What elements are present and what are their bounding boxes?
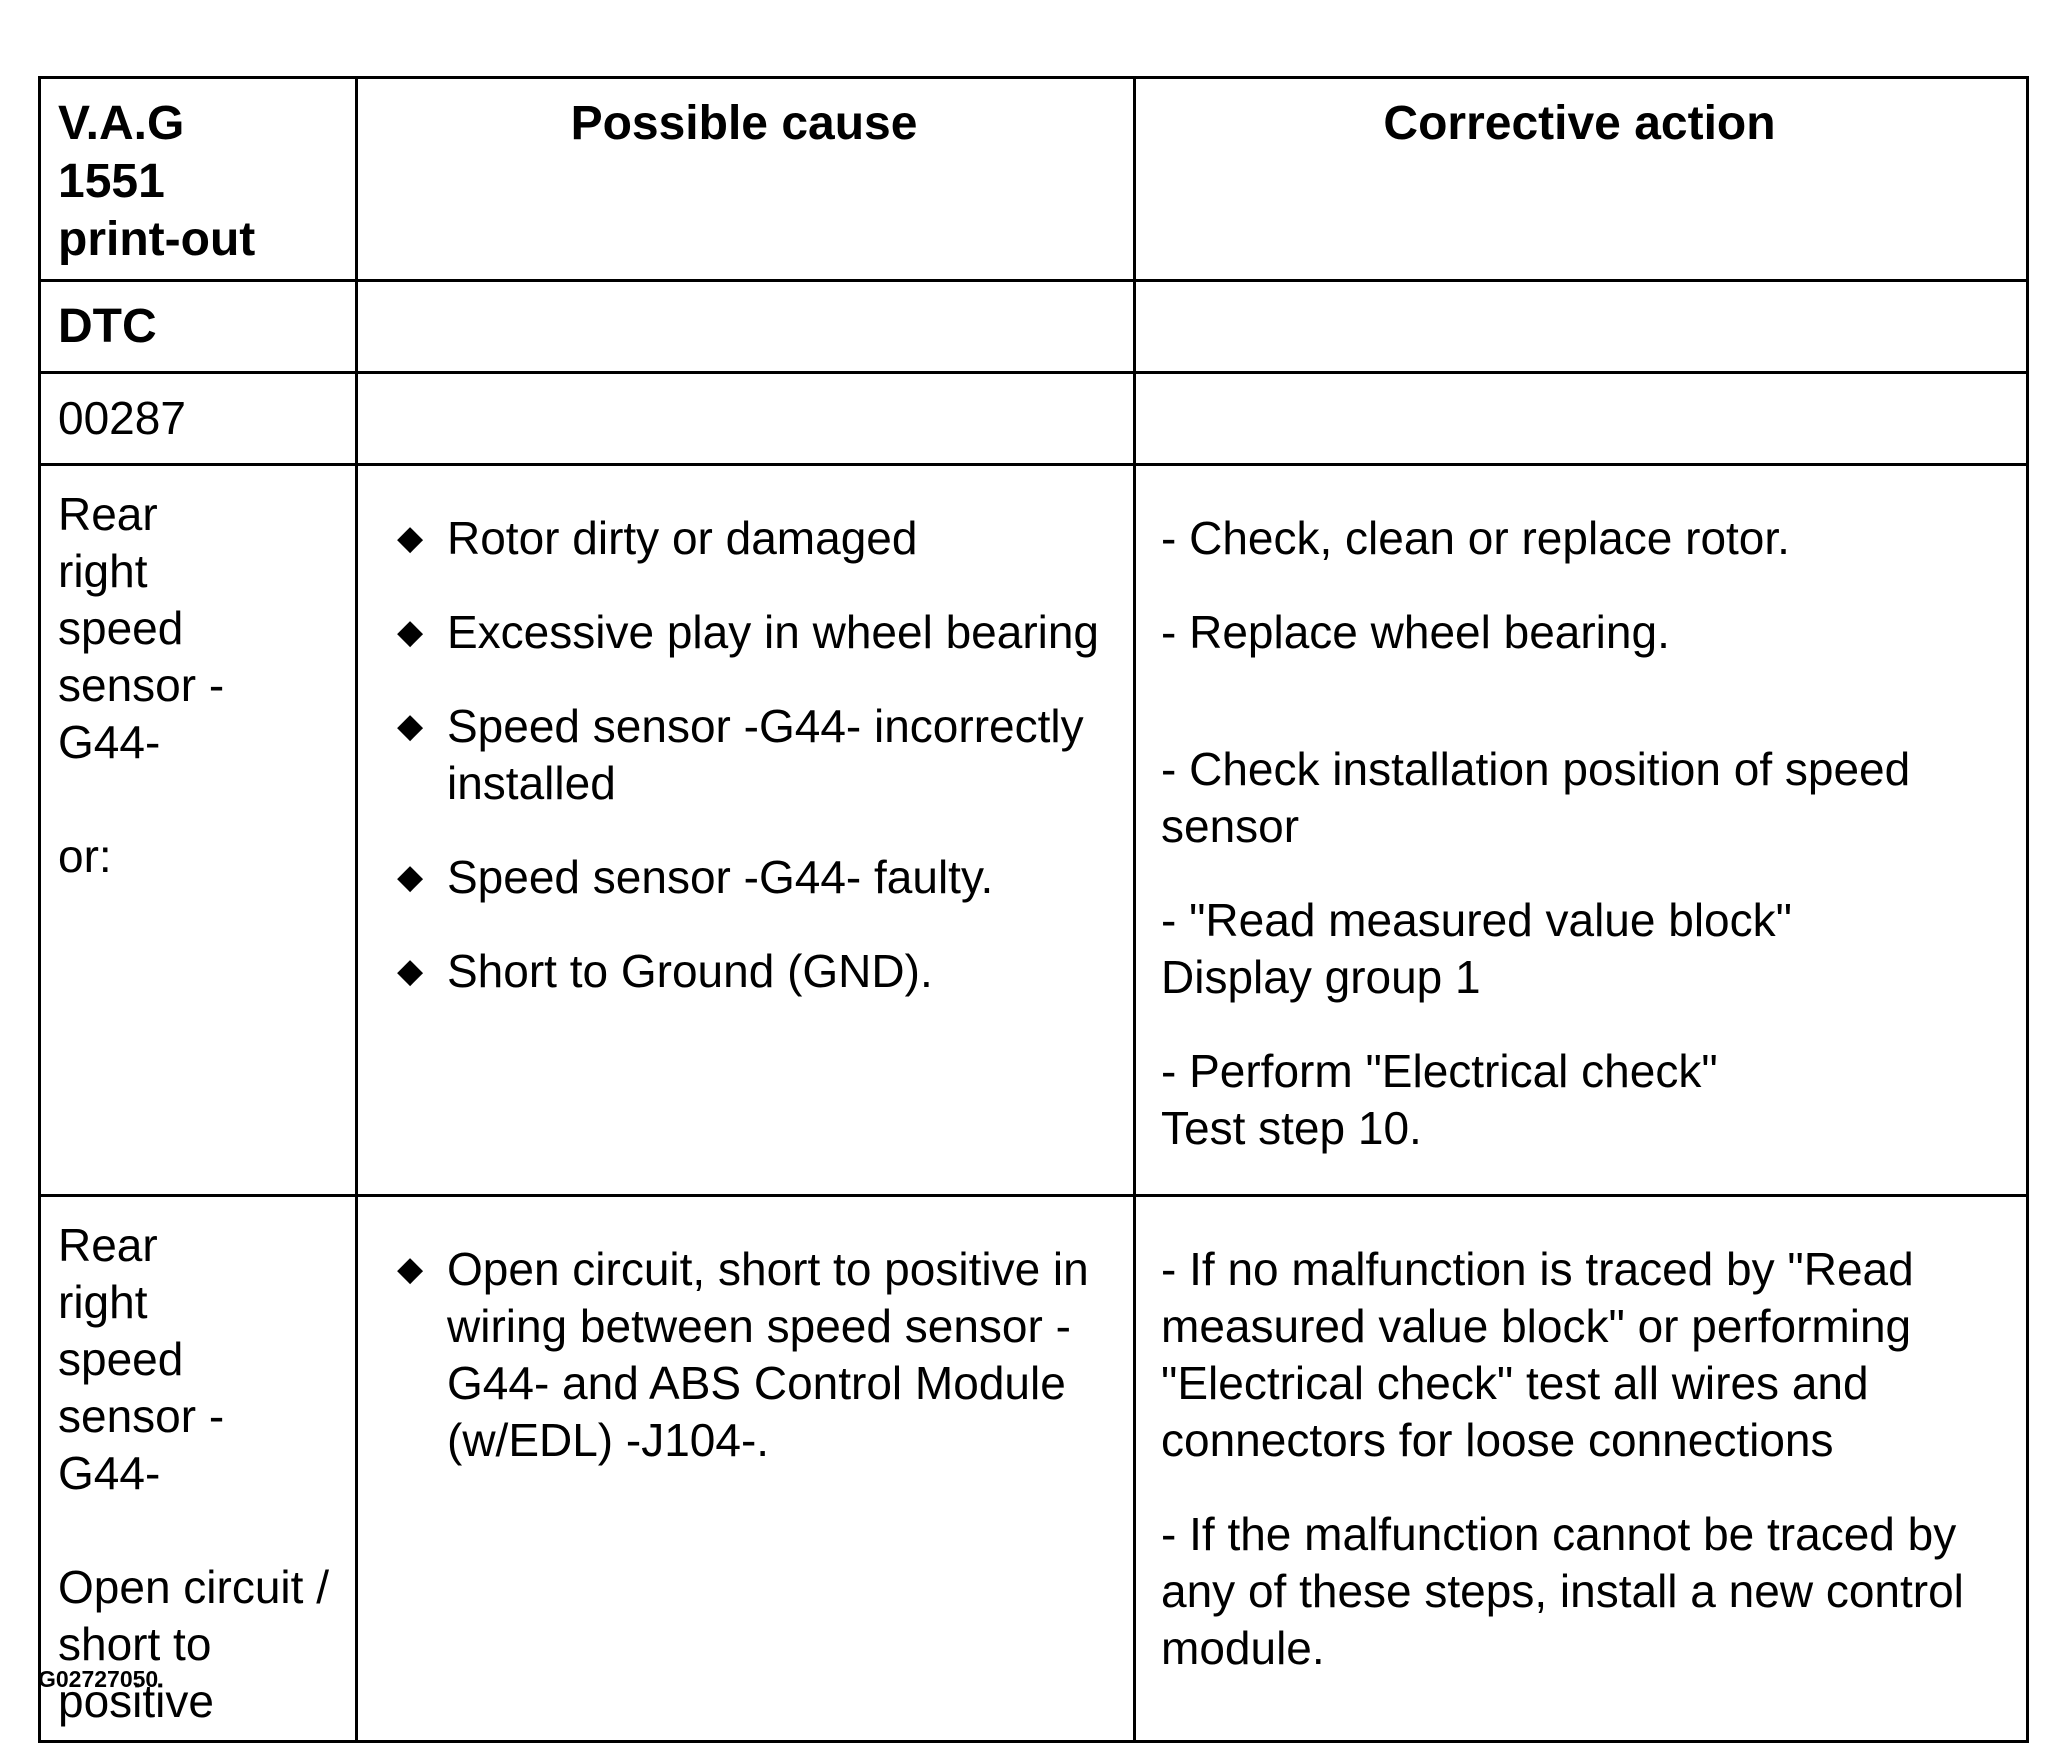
header-cell-action: Corrective action: [1133, 76, 2029, 282]
empty-cell: [1133, 279, 2029, 374]
empty-cell: [1133, 371, 2029, 466]
list-item: - Replace wheel bearing.: [1161, 606, 1670, 658]
list-item: - Check, clean or replace rotor.: [1161, 512, 1790, 564]
action-cell: - Check, clean or replace rotor. - Repla…: [1133, 463, 2029, 1197]
header-cell-cause: Possible cause: [355, 76, 1136, 282]
diamond-bullet-icon: ◆: [397, 1250, 424, 1288]
diamond-bullet-icon: ◆: [397, 613, 424, 651]
figure-reference: G02727050: [38, 1666, 159, 1692]
dtc-code: 00287: [58, 392, 186, 444]
action-list: - If no malfunction is traced by "Read m…: [1136, 1197, 2026, 1677]
cause-text: Speed sensor -G44- faulty.: [447, 851, 994, 903]
list-item: ◆ Rotor dirty or damaged: [395, 510, 1113, 567]
cause-list: ◆ Open circuit, short to positive in wiri…: [358, 1197, 1133, 1469]
printout-extra: Open circuit / short to positive: [58, 1561, 329, 1727]
diamond-bullet-icon: ◆: [397, 858, 424, 896]
cause-text: Excessive play in wheel bearing: [447, 606, 1100, 658]
list-item: ◆ Speed sensor -G44- faulty.: [395, 849, 1113, 906]
dtc-code-row: 00287: [38, 371, 2029, 466]
diamond-bullet-icon: ◆: [397, 519, 424, 557]
cause-text: Short to Ground (GND).: [447, 945, 933, 997]
empty-cell: [355, 371, 1136, 466]
diamond-bullet-icon: ◆: [397, 952, 424, 990]
list-item: - If no malfunction is traced by "Read m…: [1161, 1243, 1914, 1466]
list-item: - Check installation position of speed s…: [1161, 743, 1911, 852]
dtc-label-cell: DTC: [38, 279, 358, 374]
printout-extra: or:: [58, 830, 112, 882]
dtc-code-cell: 00287: [38, 371, 358, 466]
list-item: ◆ Excessive play in wheel bearing: [395, 604, 1113, 661]
action-list: - Check, clean or replace rotor. - Repla…: [1136, 466, 2026, 1157]
header-cell-printout: V.A.G 1551 print-out: [38, 76, 358, 282]
cause-cell: ◆ Rotor dirty or damaged ◆ Excessive play …: [355, 463, 1136, 1197]
cause-text: Open circuit, short to positive in wirin…: [447, 1243, 1089, 1466]
cause-text: Speed sensor -G44- incorrectly installed: [447, 700, 1084, 809]
action-cell: - If no malfunction is traced by "Read m…: [1133, 1194, 2029, 1743]
cause-list: ◆ Rotor dirty or damaged ◆ Excessive play …: [358, 466, 1133, 1000]
list-item: ◆ Speed sensor -G44- incorrectly installe…: [395, 698, 1113, 812]
header-row: V.A.G 1551 print-out Possible cause Corr…: [38, 76, 2029, 282]
dtc-label-row: DTC: [38, 279, 2029, 374]
header-action: Corrective action: [1383, 97, 1776, 150]
list-item: - Perform "Electrical check" Test step 1…: [1161, 1045, 1718, 1154]
list-item: - "Read measured value block" Display gr…: [1161, 894, 1792, 1003]
dtc-label: DTC: [58, 300, 157, 353]
list-item: - If the malfunction cannot be traced by…: [1161, 1508, 1964, 1674]
table-row: Rear right speed sensor -G44- Open circu…: [38, 1194, 2029, 1743]
table-row: Rear right speed sensor -G44- or: ◆ Rotor…: [38, 463, 2029, 1197]
dtc-table: V.A.G 1551 print-out Possible cause Corr…: [38, 76, 2029, 1743]
empty-cell: [355, 279, 1136, 374]
header-printout: V.A.G 1551 print-out: [58, 97, 256, 266]
list-item: ◆ Short to Ground (GND).: [395, 943, 1113, 1000]
cause-text: Rotor dirty or damaged: [447, 512, 918, 564]
cause-cell: ◆ Open circuit, short to positive in wiri…: [355, 1194, 1136, 1743]
list-item: ◆ Open circuit, short to positive in wiri…: [395, 1241, 1113, 1469]
diamond-bullet-icon: ◆: [397, 707, 424, 745]
printout-text: Rear right speed sensor -G44-: [58, 1219, 225, 1499]
printout-text: Rear right speed sensor -G44-: [58, 488, 225, 768]
printout-cell: Rear right speed sensor -G44- or:: [38, 463, 358, 1197]
header-cause: Possible cause: [570, 97, 918, 150]
printout-cell: Rear right speed sensor -G44- Open circu…: [38, 1194, 358, 1743]
